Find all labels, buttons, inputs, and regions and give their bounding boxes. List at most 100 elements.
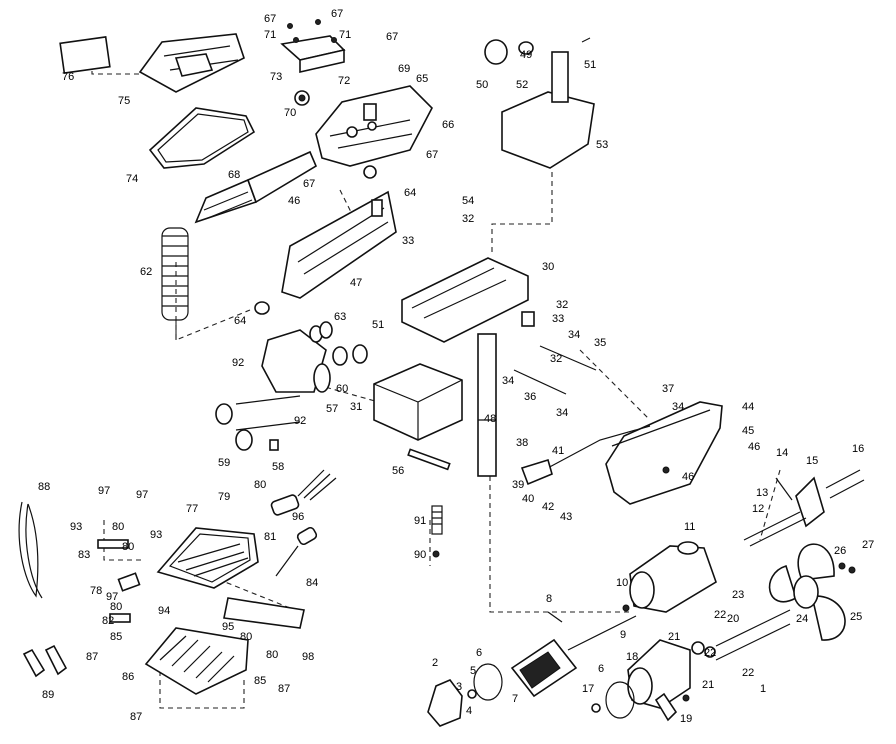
knob-49 xyxy=(518,41,534,55)
coil-cord-62 xyxy=(161,227,189,340)
shaft-tube xyxy=(477,333,497,477)
bearing-10 xyxy=(622,604,630,612)
callout-62: 62 xyxy=(140,266,152,278)
callout-2: 2 xyxy=(432,657,438,669)
callout-78: 78 xyxy=(90,585,102,597)
callout-16: 16 xyxy=(852,443,864,455)
decal-76 xyxy=(59,36,111,74)
callout-6: 6 xyxy=(476,647,482,659)
callout-11: 11 xyxy=(684,521,695,533)
clip-89b xyxy=(44,644,68,676)
callout-60: 60 xyxy=(336,383,348,395)
callout-76: 76 xyxy=(62,71,74,83)
callout-97: 97 xyxy=(98,485,110,497)
callout-80: 80 xyxy=(110,601,122,613)
callout-1: 1 xyxy=(760,683,766,695)
bracket-82 xyxy=(109,613,131,623)
callout-66: 66 xyxy=(442,119,454,131)
callout-71: 71 xyxy=(264,29,276,41)
callout-4: 4 xyxy=(466,705,472,717)
nose-cone-2 xyxy=(427,604,690,727)
callout-85: 85 xyxy=(254,675,266,687)
lever-57 xyxy=(313,363,331,393)
callout-92: 92 xyxy=(294,415,306,427)
callout-81: 81 xyxy=(264,531,276,543)
motor-head-53 xyxy=(484,37,595,169)
washer-5 xyxy=(467,689,477,699)
callout-97: 97 xyxy=(136,489,148,501)
callout-71: 71 xyxy=(339,29,351,41)
pedal-top xyxy=(156,527,259,589)
screw-59b xyxy=(235,429,253,451)
propeller-24 xyxy=(768,543,856,641)
callout-36: 36 xyxy=(524,391,536,403)
callout-92: 92 xyxy=(232,357,244,369)
callout-30: 30 xyxy=(542,261,554,273)
lower-motor-11 xyxy=(627,541,717,722)
callout-46: 46 xyxy=(682,471,694,483)
bracket-body xyxy=(401,257,529,343)
shaft-51 xyxy=(551,51,569,103)
callout-25: 25 xyxy=(850,611,862,623)
callout-33: 33 xyxy=(402,235,414,247)
switch-72 xyxy=(363,103,377,121)
callout-43: 43 xyxy=(560,511,572,523)
callout-67: 67 xyxy=(426,149,438,161)
callout-21: 21 xyxy=(668,631,680,643)
callout-31: 31 xyxy=(350,401,362,413)
mount-plate-74 xyxy=(148,107,256,169)
washer-60 xyxy=(332,346,348,366)
callout-18: 18 xyxy=(626,651,638,663)
potentiometer-96 xyxy=(270,469,337,577)
callout-80: 80 xyxy=(240,631,252,643)
callout-96: 96 xyxy=(292,511,304,523)
callout-38: 38 xyxy=(516,437,528,449)
callout-44: 44 xyxy=(742,401,754,413)
callout-32: 32 xyxy=(462,213,474,225)
callout-89: 89 xyxy=(42,689,54,701)
nut-17 xyxy=(591,703,601,713)
callout-57: 57 xyxy=(326,403,338,415)
callout-54: 54 xyxy=(462,195,474,207)
callout-64: 64 xyxy=(234,315,246,327)
clip-89a xyxy=(22,648,46,678)
callout-65: 65 xyxy=(416,73,428,85)
callout-88: 88 xyxy=(38,481,50,493)
callout-14: 14 xyxy=(776,447,788,459)
base-outline xyxy=(144,627,249,695)
callout-3: 3 xyxy=(456,681,462,693)
bracket-39 xyxy=(520,458,553,486)
callout-63: 63 xyxy=(334,311,346,323)
mount-bracket-30 xyxy=(401,257,535,343)
callout-72: 72 xyxy=(338,75,350,87)
callout-77: 77 xyxy=(186,503,198,515)
callout-27: 27 xyxy=(862,539,874,551)
callout-49: 49 xyxy=(520,49,532,61)
motor-cover-75 xyxy=(59,33,245,93)
callout-58: 58 xyxy=(272,461,284,473)
callout-80: 80 xyxy=(254,479,266,491)
screw-19 xyxy=(682,694,690,702)
cone xyxy=(427,679,463,727)
callout-45: 45 xyxy=(742,425,754,437)
cover-vent xyxy=(174,53,214,77)
callout-95: 95 xyxy=(222,621,234,633)
callout-80: 80 xyxy=(266,649,278,661)
callout-80: 80 xyxy=(112,521,124,533)
callout-74: 74 xyxy=(126,173,138,185)
callout-12: 12 xyxy=(752,503,764,515)
callout-47: 47 xyxy=(350,277,362,289)
callout-52: 52 xyxy=(516,79,528,91)
deflector-44 xyxy=(605,401,723,505)
callout-13: 13 xyxy=(756,487,768,499)
blade-top xyxy=(797,543,835,581)
tiller-handle-68 xyxy=(194,150,318,224)
pcb-84 xyxy=(223,597,305,629)
callout-34: 34 xyxy=(672,401,684,413)
knob-64 xyxy=(363,165,377,179)
callout-97: 97 xyxy=(106,591,118,603)
callout-85: 85 xyxy=(110,631,122,643)
callout-23: 23 xyxy=(732,589,744,601)
callout-93: 93 xyxy=(150,529,162,541)
